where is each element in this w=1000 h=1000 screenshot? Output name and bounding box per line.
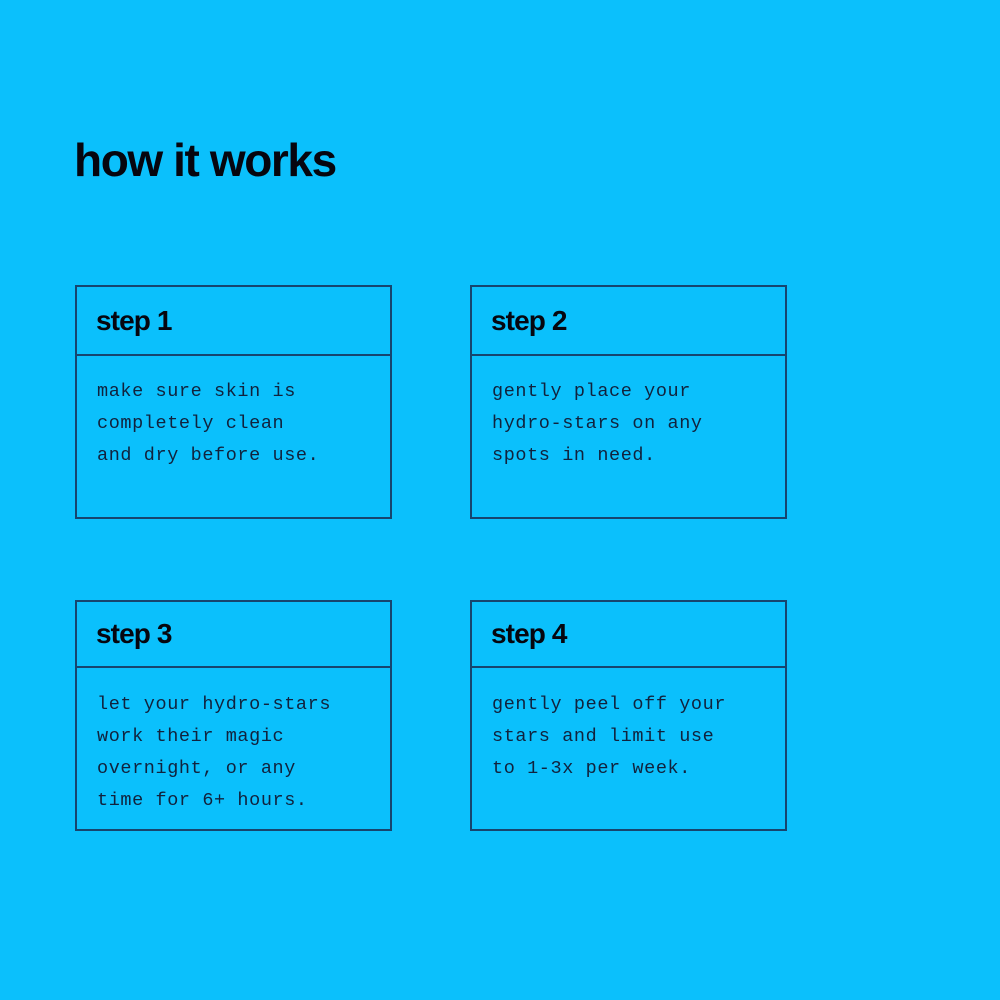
step-card-4-line-1: gently peel off your (492, 694, 727, 715)
step-card-3-line-2: work their magic (97, 726, 285, 747)
page-title: how it works (74, 133, 337, 186)
step-card-2: step 2 gently place your hydro-stars on … (470, 285, 787, 519)
step-card-4-body: gently peel off your stars and limit use… (472, 668, 785, 785)
step-card-4-title: step 4 (491, 618, 567, 649)
step-card-2-body: gently place your hydro-stars on any spo… (472, 356, 785, 472)
step-card-1-header: step 1 (77, 287, 390, 356)
step-card-2-line-3: spots in need. (492, 445, 656, 466)
step-card-1: step 1 make sure skin is completely clea… (75, 285, 392, 519)
step-card-3-line-1: let your hydro-stars (97, 694, 332, 715)
step-card-1-line-1: make sure skin is (97, 381, 296, 402)
step-card-4-line-3: to 1-3x per week. (492, 758, 691, 779)
step-card-2-title: step 2 (491, 304, 567, 336)
step-card-1-line-3: and dry before use. (97, 445, 320, 466)
steps-grid: step 1 make sure skin is completely clea… (75, 285, 787, 831)
step-card-4: step 4 gently peel off your stars and li… (470, 600, 787, 831)
step-card-4-line-2: stars and limit use (492, 726, 715, 747)
step-card-3-header: step 3 (77, 602, 390, 668)
step-card-3-body: let your hydro-stars work their magic ov… (77, 668, 390, 817)
step-card-1-body: make sure skin is completely clean and d… (77, 356, 390, 472)
step-card-1-line-2: completely clean (97, 413, 285, 434)
step-card-2-header: step 2 (472, 287, 785, 356)
step-card-2-line-1: gently place your (492, 381, 691, 402)
step-card-3-line-3: overnight, or any (97, 758, 296, 779)
step-card-4-header: step 4 (472, 602, 785, 668)
step-card-3-line-4: time for 6+ hours. (97, 790, 308, 811)
step-card-1-title: step 1 (96, 304, 172, 336)
step-card-2-line-2: hydro-stars on any (492, 413, 703, 434)
step-card-3: step 3 let your hydro-stars work their m… (75, 600, 392, 831)
step-card-3-title: step 3 (96, 618, 172, 649)
